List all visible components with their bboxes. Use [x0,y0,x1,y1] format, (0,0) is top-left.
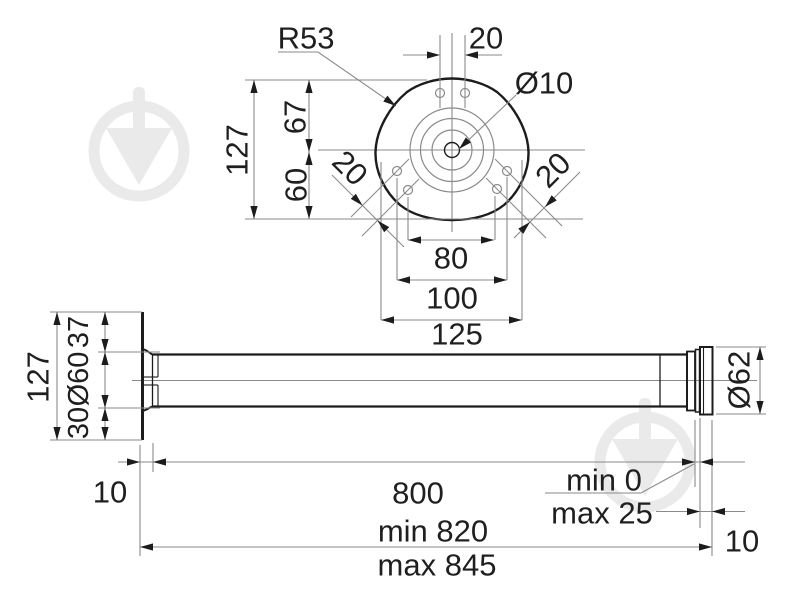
leg-body [141,312,714,440]
label-plate-height-127: 127 [220,124,255,176]
d10-leader [458,94,517,150]
label-seg-30: 30 [63,407,95,439]
top-view: R53 20 Ø10 127 67 60 20 20 80 100 125 [220,21,585,352]
label-flange-127: 127 [21,351,56,403]
label-length-max845: max 845 [378,548,497,583]
label-span-80: 80 [434,241,468,276]
label-foot-depth-10: 10 [725,524,759,559]
plate-outline [374,77,530,222]
top-view-dimension-lines [245,35,583,321]
plate-concentric-circles [409,107,495,193]
label-gap-max25: max 25 [551,496,653,531]
label-flange-depth-10: 10 [93,475,127,510]
label-height-upper-67: 67 [278,100,313,134]
center-hole [443,141,461,159]
foot-cap [699,346,714,416]
label-tube-dia-60: Ø60 [63,352,95,407]
label-length-min820: min 820 [378,514,488,549]
label-diag-left-20: 20 [325,143,374,192]
label-foot-dia-62: Ø62 [722,351,757,410]
watermark-logo-left [88,87,190,202]
label-span-125: 125 [431,317,483,352]
label-span-100: 100 [426,281,478,316]
label-height-lower-60: 60 [279,168,314,202]
side-view-dimension-lines [50,311,766,556]
r53-leader [278,51,397,107]
label-tube-length-800: 800 [392,476,444,511]
label-gap-min0: min 0 [566,463,642,498]
label-center-hole-dia: Ø10 [515,66,574,101]
label-diag-right-20: 20 [528,145,577,194]
label-radius-r53: R53 [278,21,335,56]
label-top-hole-spacing: 20 [469,21,503,56]
side-view: 127 37 Ø60 30 Ø62 10 800 min 0 max 25 mi… [21,311,766,583]
min0-leader [545,463,695,494]
label-seg-37: 37 [63,316,95,348]
